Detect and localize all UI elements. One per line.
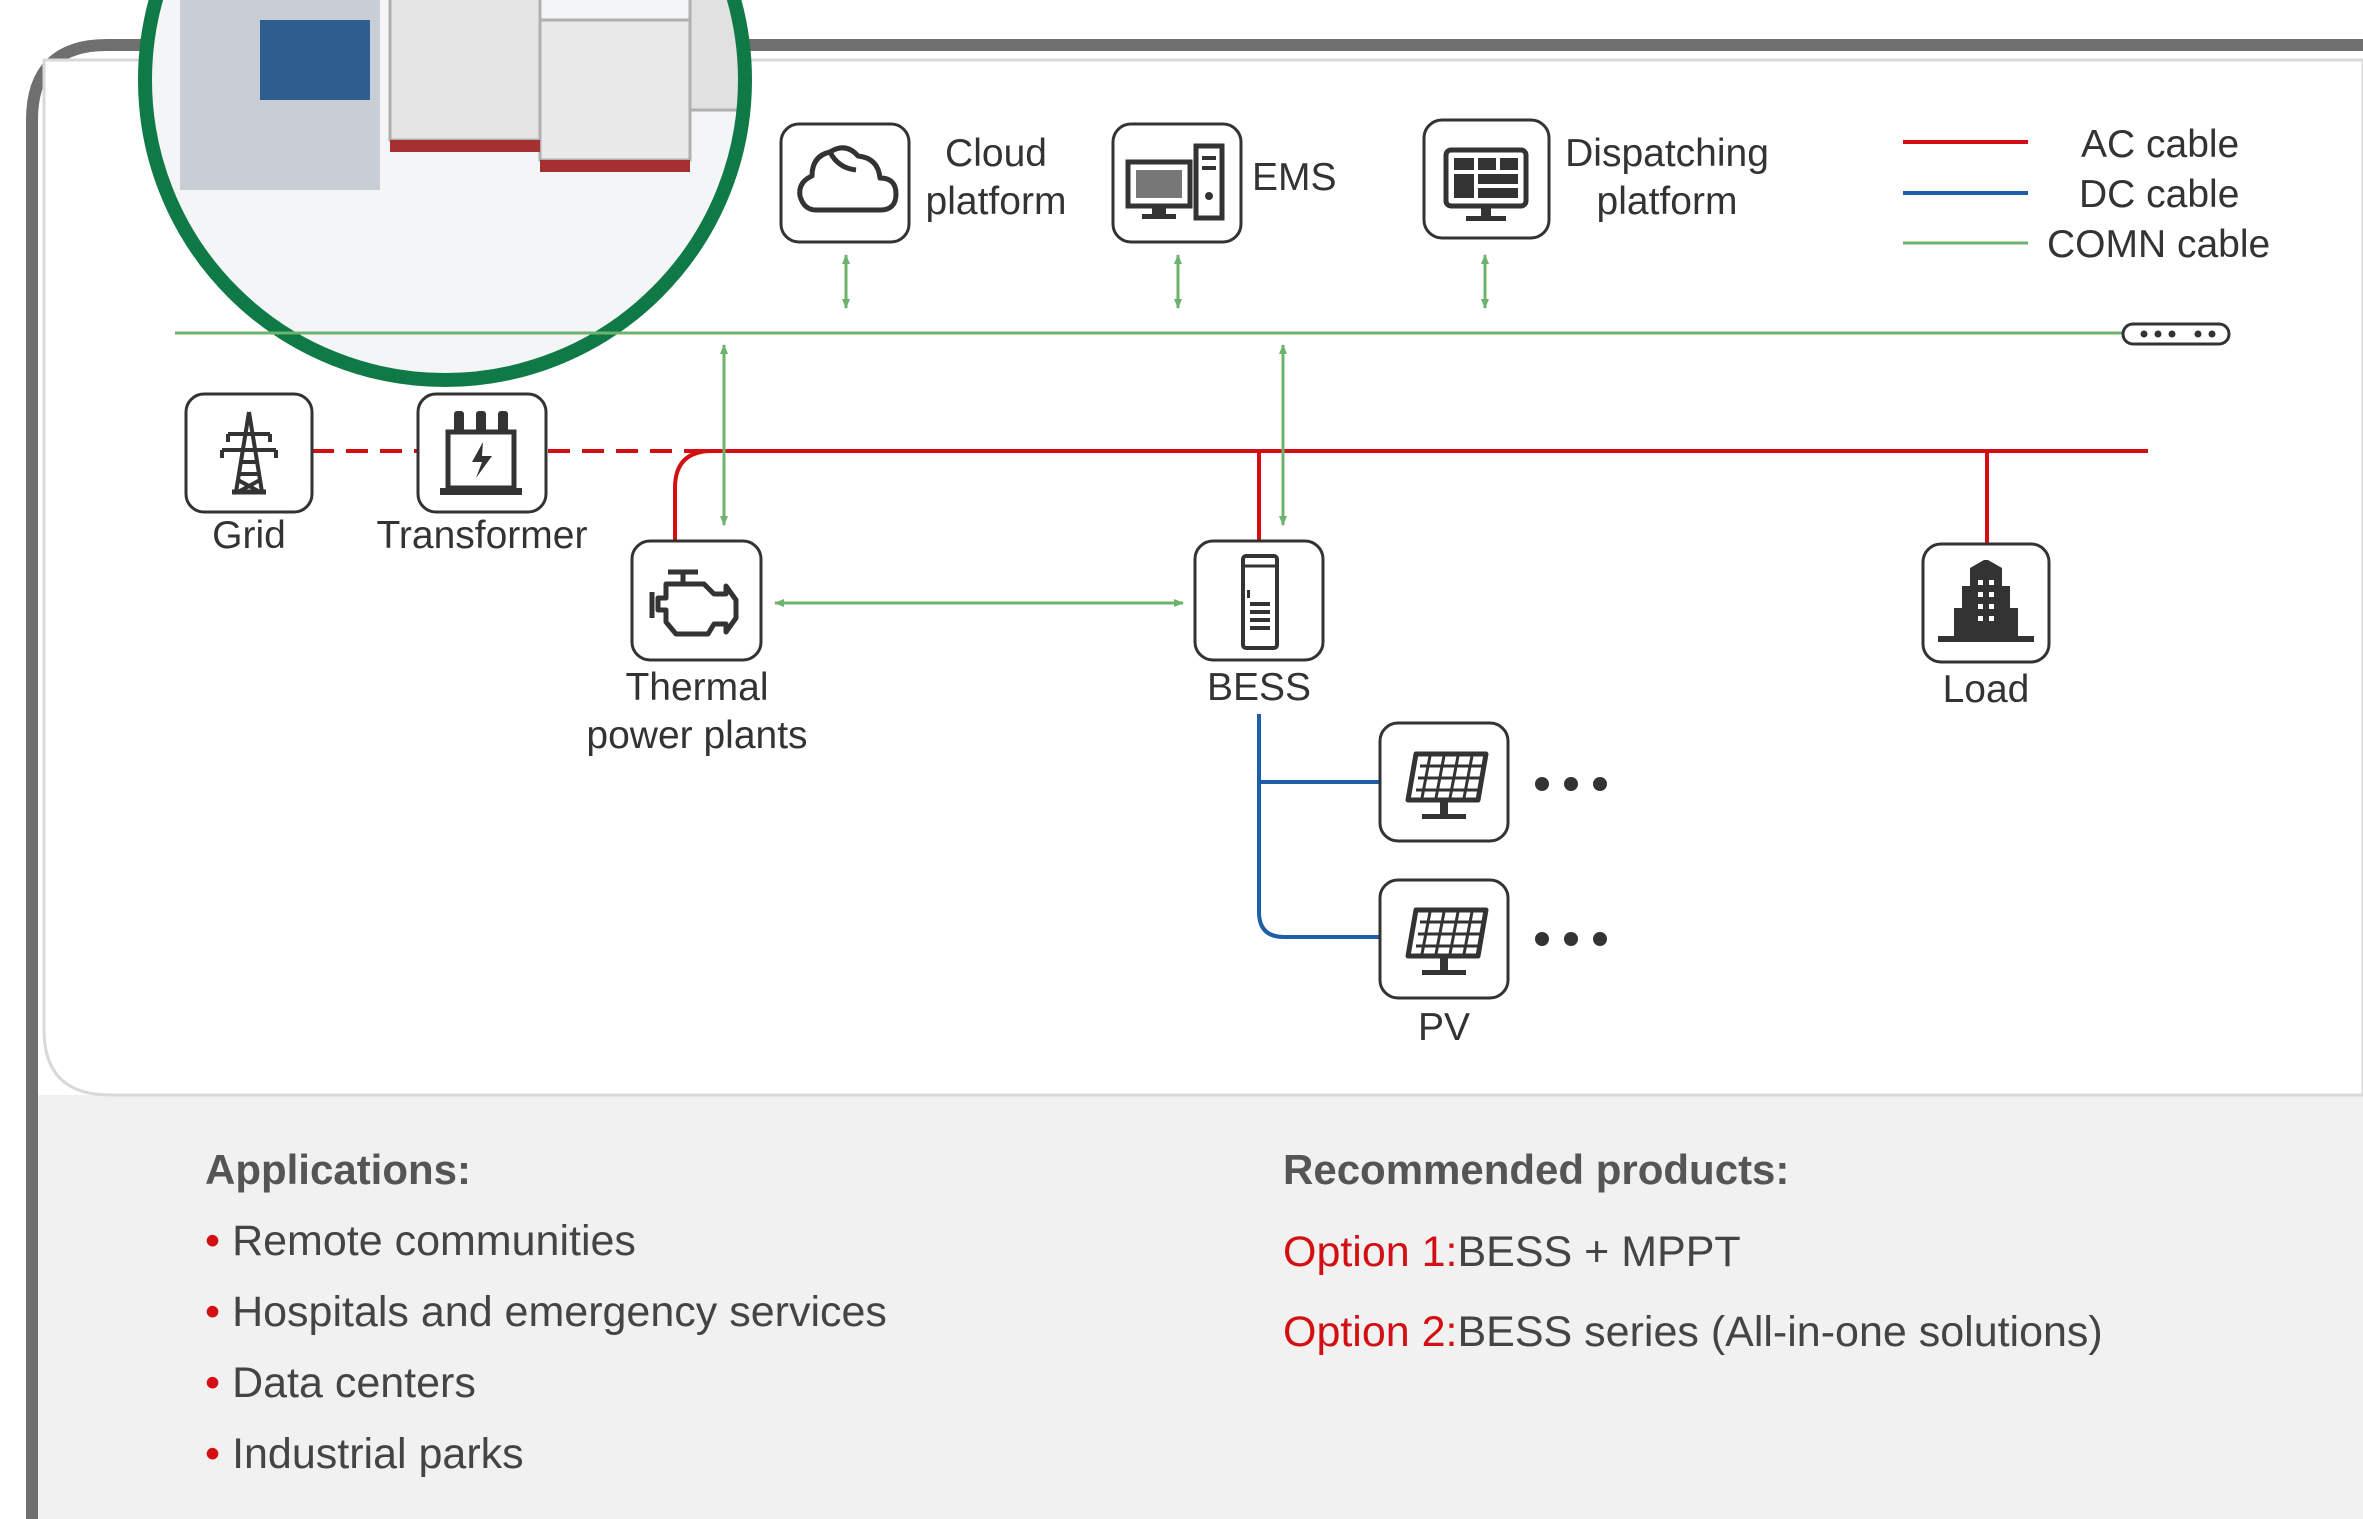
list-item: •Remote communities xyxy=(205,1217,636,1265)
transformer-icon xyxy=(440,411,522,495)
applications-list: •Remote communities •Hospitals and emerg… xyxy=(205,1206,887,1490)
list-item: •Data centers xyxy=(205,1359,476,1407)
applications-section: Applications: •Remote communities •Hospi… xyxy=(205,1140,887,1490)
load-label: Load xyxy=(1942,668,2030,711)
thermal-plant-label: Thermal power plants xyxy=(567,664,827,760)
engine-icon xyxy=(649,569,739,637)
option-2-text: BESS series (All-in-one solutions) xyxy=(1457,1308,2103,1356)
ems-node xyxy=(1111,122,1243,244)
product-photo xyxy=(138,0,752,387)
application-text: Data centers xyxy=(232,1359,476,1407)
photo-frame-ring xyxy=(138,0,752,387)
recommended-section: Recommended products: Option 1:BESS + MP… xyxy=(1283,1140,2103,1372)
pv-ellipsis-2 xyxy=(1535,932,1607,946)
option-2-label: Option 2: xyxy=(1283,1308,1458,1356)
dc-pv-lines xyxy=(1257,714,1380,939)
transmission-tower-icon xyxy=(220,411,278,495)
application-text: Remote communities xyxy=(232,1217,636,1265)
solar-panel-icon xyxy=(1405,751,1489,819)
cloud-icon xyxy=(797,145,899,213)
grid-node xyxy=(184,392,314,514)
application-text: Industrial parks xyxy=(232,1430,524,1478)
cloud-platform-label: Cloud platform xyxy=(900,130,1092,226)
thermal-plant-label-line2: power plants xyxy=(586,714,808,757)
ac-thermal-drop xyxy=(673,449,713,541)
dispatching-platform-label-line1: Dispatching xyxy=(1565,132,1769,175)
applications-title: Applications: xyxy=(205,1146,472,1193)
load-node xyxy=(1921,542,2051,664)
cloud-platform-label-line2: platform xyxy=(925,180,1067,223)
list-item: •Industrial parks xyxy=(205,1430,524,1478)
option-1: Option 1:BESS + MPPT xyxy=(1283,1212,2103,1292)
option-1-text: BESS + MPPT xyxy=(1457,1228,1741,1276)
transformer-label: Transformer xyxy=(376,514,588,557)
dispatching-platform-node xyxy=(1422,118,1551,240)
thermal-plant-label-line1: Thermal xyxy=(625,666,769,709)
battery-cabinet-icon xyxy=(1241,554,1279,650)
connector-plug-icon xyxy=(2121,322,2231,346)
dispatching-platform-label: Dispatching platform xyxy=(1552,130,1782,226)
cloud-platform-node xyxy=(779,122,911,244)
legend-dc-label: DC cable xyxy=(2079,173,2240,216)
pv-ellipsis-1 xyxy=(1535,777,1607,791)
recommended-title: Recommended products: xyxy=(1283,1146,1790,1193)
solar-panel-icon xyxy=(1405,907,1489,975)
legend-comn-label: COMN cable xyxy=(2047,223,2271,266)
list-item: •Hospitals and emergency services xyxy=(205,1288,887,1336)
legend-ac-label: AC cable xyxy=(2081,123,2240,166)
transformer-node xyxy=(416,392,548,514)
option-1-label: Option 1: xyxy=(1283,1228,1458,1276)
pv-node-2 xyxy=(1378,878,1510,1000)
option-2: Option 2:BESS series (All-in-one solutio… xyxy=(1283,1292,2103,1372)
building-icon xyxy=(1938,560,2034,642)
dispatching-platform-label-line2: platform xyxy=(1596,180,1738,223)
pv-node-1 xyxy=(1378,721,1510,843)
pv-label: PV xyxy=(1417,1006,1471,1049)
dashboard-monitor-icon xyxy=(1443,147,1529,221)
grid-label: Grid xyxy=(212,514,286,557)
application-text: Hospitals and emergency services xyxy=(232,1288,887,1336)
bottom-panel xyxy=(32,1095,2363,1519)
cloud-platform-label-line1: Cloud xyxy=(945,132,1047,175)
ems-label: EMS xyxy=(1252,156,1337,199)
computer-icon xyxy=(1125,143,1225,221)
bess-node xyxy=(1193,539,1325,662)
thermal-plant-node xyxy=(630,539,763,662)
bess-label: BESS xyxy=(1206,666,1312,709)
